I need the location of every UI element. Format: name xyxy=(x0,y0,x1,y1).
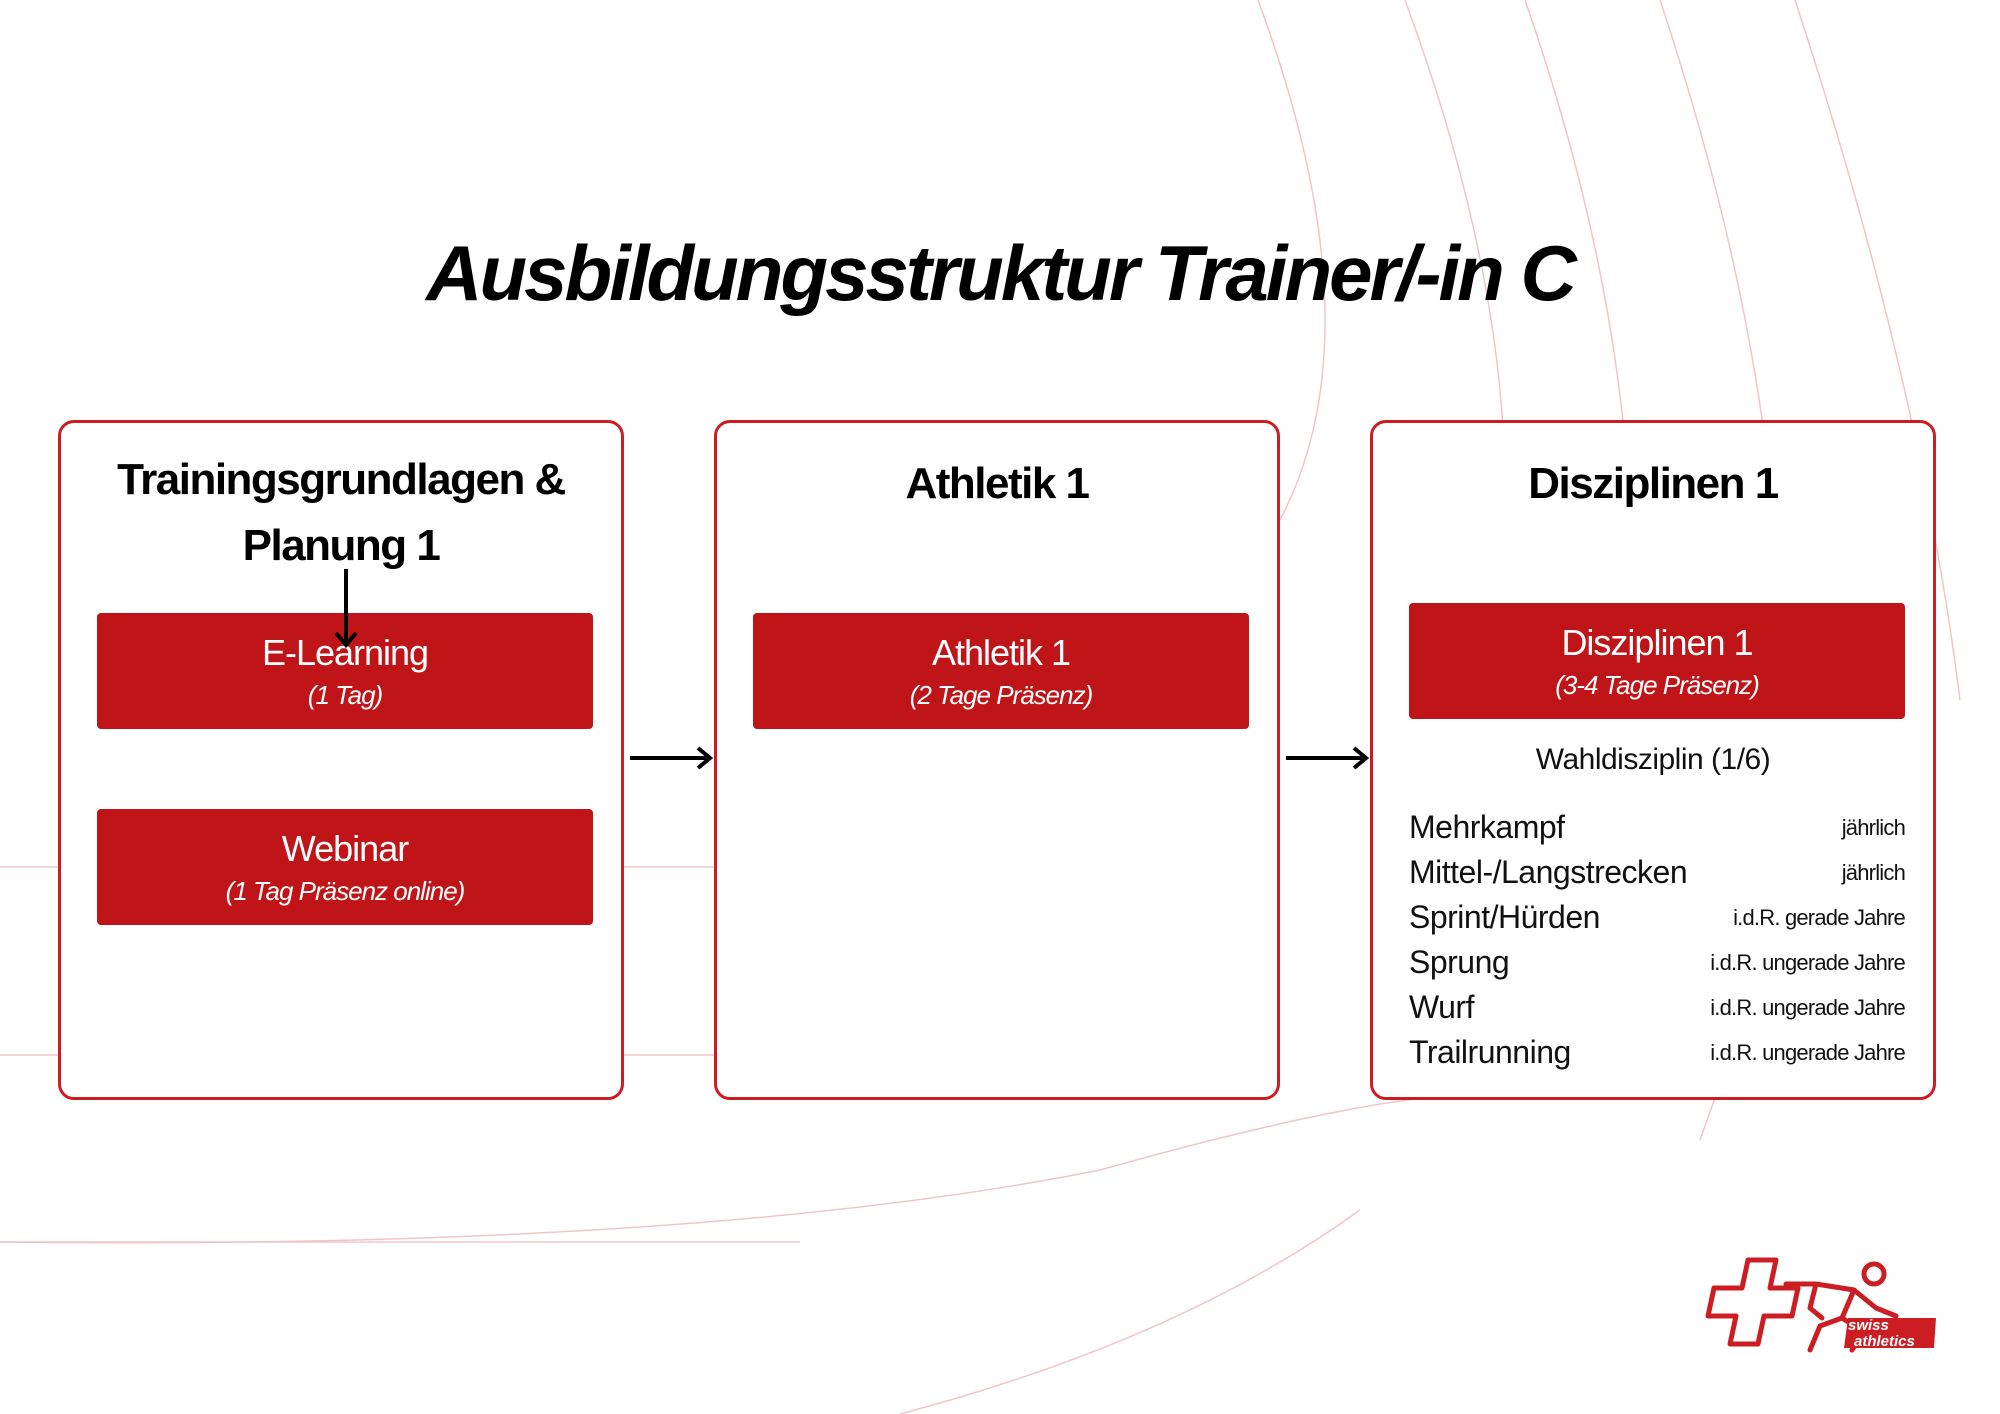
discipline-name: Sprung xyxy=(1409,944,1510,980)
athletik-box-title: Athletik 1 xyxy=(931,632,1071,673)
discipline-frequency: jährlich xyxy=(1841,859,1906,885)
discipline-frequency: i.d.R. gerade Jahre xyxy=(1733,904,1906,930)
elearning-box: E-Learning (1 Tag) xyxy=(97,613,593,729)
right-arrow-icon xyxy=(1286,746,1370,770)
discipline-list: Mehrkampf jährlich Mittel-/Langstrecken … xyxy=(1409,805,1906,1075)
disziplinen-box: Disziplinen 1 (3-4 Tage Präsenz) xyxy=(1409,603,1905,719)
webinar-subtitle: (1 Tag Präsenz online) xyxy=(225,876,466,906)
logo-text-swiss: swiss xyxy=(1848,1317,1889,1334)
list-item: Sprint/Hürden i.d.R. gerade Jahre xyxy=(1409,895,1906,940)
panel-title-line2: Planung 1 xyxy=(242,521,441,570)
discipline-name: Mehrkampf xyxy=(1409,809,1565,845)
discipline-frequency: i.d.R. ungerade Jahre xyxy=(1710,949,1906,975)
panel-title: Athletik 1 xyxy=(905,459,1090,508)
list-item: Mittel-/Langstrecken jährlich xyxy=(1409,850,1906,895)
panel-disziplinen: Disziplinen 1 Disziplinen 1 (3-4 Tage Pr… xyxy=(1370,420,1936,1100)
logo-text-athletics: athletics xyxy=(1854,1333,1915,1350)
discipline-name: Mittel-/Langstrecken xyxy=(1409,854,1688,890)
discipline-frequency: jährlich xyxy=(1841,814,1906,840)
wahldisziplin-label: Wahldisziplin (1/6) xyxy=(1535,743,1771,776)
panel-title-line1: Trainingsgrundlagen & xyxy=(117,455,566,504)
discipline-frequency: i.d.R. ungerade Jahre xyxy=(1710,994,1906,1020)
athletik-box: Athletik 1 (2 Tage Präsenz) xyxy=(753,613,1249,729)
webinar-title: Webinar xyxy=(281,828,409,869)
discipline-name: Trailrunning xyxy=(1409,1034,1571,1070)
panel-athletik: Athletik 1 Athletik 1 (2 Tage Präsenz) xyxy=(714,420,1280,1100)
disziplinen-box-title: Disziplinen 1 xyxy=(1561,622,1753,663)
list-item: Trailrunning i.d.R. ungerade Jahre xyxy=(1409,1030,1906,1075)
discipline-name: Wurf xyxy=(1409,989,1474,1025)
swiss-athletics-logo: swiss athletics xyxy=(1705,1257,1936,1353)
list-item: Sprung i.d.R. ungerade Jahre xyxy=(1409,940,1906,985)
list-item: Mehrkampf jährlich xyxy=(1409,805,1906,850)
runner-icon xyxy=(1783,1261,1899,1353)
list-item: Wurf i.d.R. ungerade Jahre xyxy=(1409,985,1906,1030)
athletik-box-subtitle: (2 Tage Präsenz) xyxy=(909,680,1093,710)
down-arrow-icon xyxy=(334,569,358,649)
elearning-subtitle: (1 Tag) xyxy=(307,680,383,710)
disziplinen-box-subtitle: (3-4 Tage Präsenz) xyxy=(1555,670,1760,700)
webinar-box: Webinar (1 Tag Präsenz online) xyxy=(97,809,593,925)
panel-trainingsgrundlagen: Trainingsgrundlagen & Planung 1 E-Learni… xyxy=(58,420,624,1100)
panel-title: Disziplinen 1 xyxy=(1528,459,1779,508)
discipline-name: Sprint/Hürden xyxy=(1409,899,1600,935)
page-title: Ausbildungsstruktur Trainer/-in C xyxy=(426,229,1577,317)
discipline-frequency: i.d.R. ungerade Jahre xyxy=(1710,1039,1906,1065)
swiss-cross-icon xyxy=(1705,1257,1801,1347)
right-arrow-icon xyxy=(630,746,714,770)
